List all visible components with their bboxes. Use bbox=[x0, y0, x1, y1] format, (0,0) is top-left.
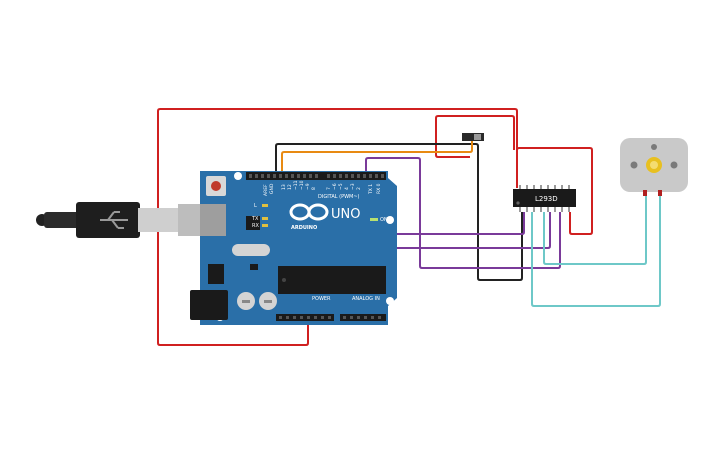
mounting-hole bbox=[386, 216, 394, 224]
rx-label: RX bbox=[252, 223, 259, 229]
pin-label-3: ~3 bbox=[350, 183, 356, 190]
dc-motor[interactable] bbox=[620, 138, 688, 196]
l-led bbox=[262, 204, 268, 207]
mounting-hole bbox=[234, 172, 242, 180]
digital-pin-sockets[interactable] bbox=[249, 174, 384, 178]
regulator bbox=[208, 264, 224, 284]
l-label: L bbox=[254, 203, 257, 209]
chip-label: L293D bbox=[535, 195, 558, 203]
pin-label-12: 12 bbox=[287, 184, 293, 190]
on-led bbox=[370, 218, 378, 221]
pin-label-13: 13 bbox=[281, 184, 287, 190]
slide-switch[interactable] bbox=[462, 133, 484, 141]
analog-header-label: ANALOG IN bbox=[352, 296, 380, 302]
pin-label-aref: AREF bbox=[263, 184, 269, 196]
analog-pin-header[interactable] bbox=[340, 314, 386, 321]
pin-label-7: 7 bbox=[326, 187, 332, 190]
pin-label-0: RX 0 bbox=[376, 183, 382, 194]
usb-socket bbox=[200, 204, 226, 236]
pin-label-5: ~5 bbox=[338, 183, 344, 190]
wire-black-gnd[interactable] bbox=[275, 143, 523, 281]
usb-cable[interactable] bbox=[36, 202, 226, 238]
power-jack[interactable] bbox=[190, 290, 228, 320]
motor-terminal-a[interactable] bbox=[643, 190, 647, 196]
atmega-microcontroller bbox=[278, 266, 386, 294]
crystal-oscillator bbox=[232, 244, 270, 256]
pin-label-4: 4 bbox=[344, 187, 350, 190]
uno-model-text: UNO bbox=[331, 207, 360, 222]
wire-teal-motor-a[interactable] bbox=[543, 196, 647, 265]
pin-label-2: 2 bbox=[356, 187, 362, 190]
reset-button-cap[interactable] bbox=[211, 181, 221, 191]
motor-shaft-icon bbox=[646, 157, 662, 173]
pin-label-8: 8 bbox=[311, 187, 317, 190]
on-label: ON bbox=[380, 217, 388, 223]
rx-led bbox=[262, 224, 268, 227]
arduino-infinity-logo bbox=[289, 203, 329, 221]
pin-label-9: ~9 bbox=[305, 183, 311, 190]
tx-label: TX bbox=[251, 216, 259, 222]
pin-label-gnd: GND bbox=[269, 183, 275, 194]
pin-label-10: ~10 bbox=[299, 180, 305, 190]
l293d-motor-driver[interactable]: L293D bbox=[513, 185, 576, 212]
digital-header-label: DIGITAL (PWM~) bbox=[318, 194, 360, 200]
arduino-brand-text: ARDUINO bbox=[291, 225, 317, 231]
switch-slider[interactable] bbox=[474, 134, 481, 140]
wire-purple-1[interactable] bbox=[365, 157, 561, 269]
usb-symbol-icon bbox=[100, 211, 128, 229]
mounting-hole bbox=[386, 297, 394, 305]
pin-label-11: ~11 bbox=[293, 180, 299, 190]
tx-led bbox=[262, 217, 268, 220]
wire-red-chip-right[interactable] bbox=[516, 147, 593, 235]
power-pin-header[interactable] bbox=[276, 314, 334, 321]
wire-orange-pin12[interactable] bbox=[281, 138, 473, 172]
pin-label-6: ~6 bbox=[332, 183, 338, 190]
arduino-uno-board[interactable]: L TX RX ON ARDUINO UNO bbox=[190, 171, 397, 325]
usb-chip bbox=[246, 216, 260, 230]
wire-red-switch[interactable] bbox=[435, 115, 515, 158]
wire-teal-motor-b[interactable] bbox=[531, 196, 661, 307]
motor-terminal-b[interactable] bbox=[658, 190, 662, 196]
power-header-label: POWER bbox=[312, 296, 331, 302]
pin-label-1: TX 1 bbox=[368, 184, 374, 195]
